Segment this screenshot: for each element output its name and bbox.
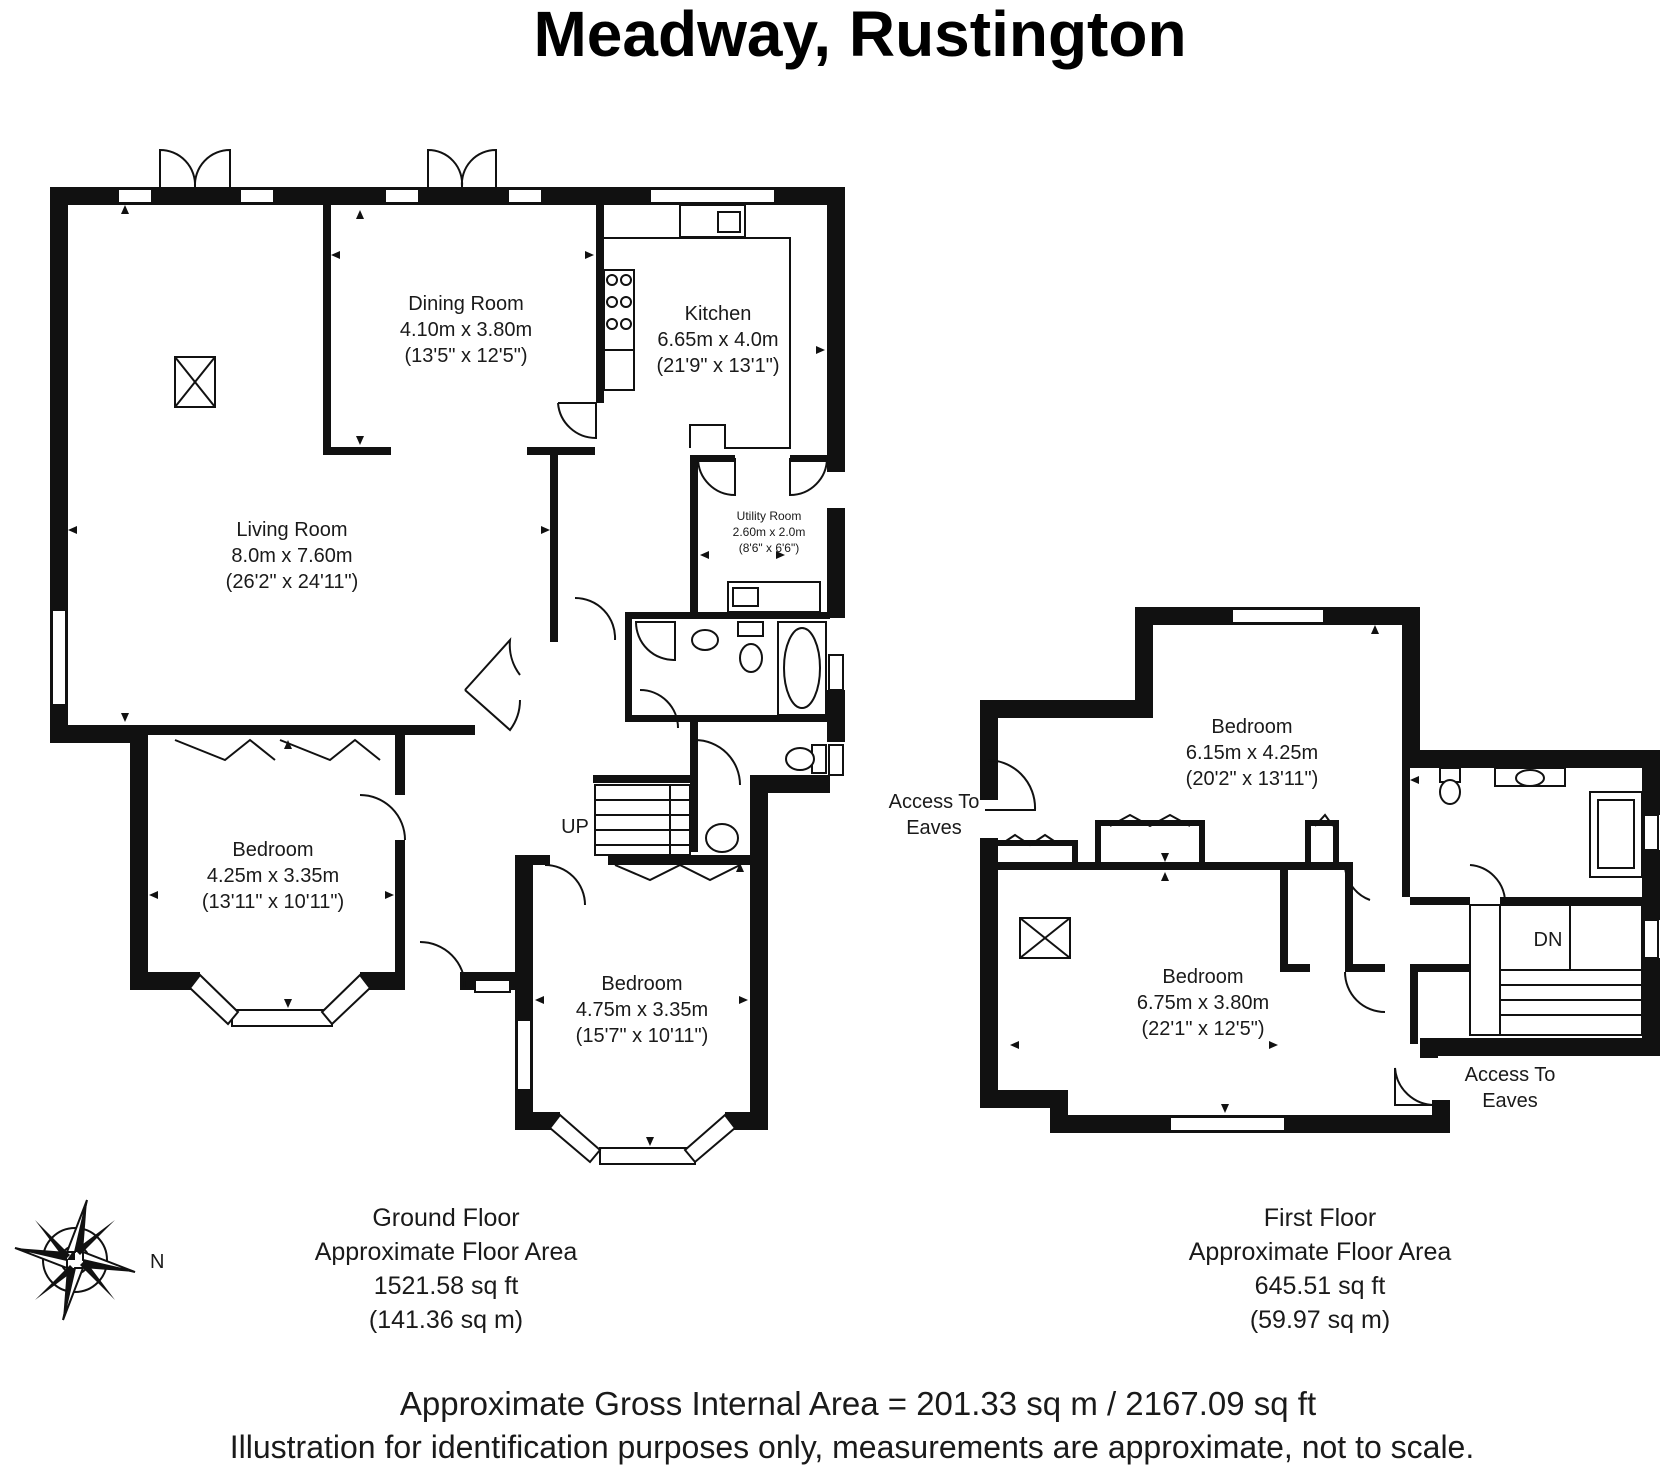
svg-text:Ground Floor: Ground Floor (372, 1204, 519, 1232)
svg-text:4.75m x 3.35m: 4.75m x 3.35m (576, 999, 708, 1021)
svg-text:(20'2" x 13'11"): (20'2" x 13'11") (1186, 768, 1319, 790)
svg-text:4.10m x 3.80m: 4.10m x 3.80m (400, 319, 532, 341)
svg-text:6.65m x 4.0m: 6.65m x 4.0m (657, 329, 778, 351)
svg-text:(26'2" x 24'11"): (26'2" x 24'11") (226, 571, 359, 593)
svg-text:Approximate Floor Area: Approximate Floor Area (1189, 1238, 1452, 1266)
first-floor-windows (1169, 608, 1659, 1132)
room-label-dining-room: Dining Room 4.10m x 3.80m (13'5" x 12'5"… (400, 293, 532, 367)
ground-floor-plan: Living Room 8.0m x 7.60m (26'2" x 24'11"… (50, 148, 845, 1165)
ground-floor-doors (159, 148, 828, 988)
room-label-living-room: Living Room 8.0m x 7.60m (26'2" x 24'11"… (226, 519, 359, 593)
svg-text:Bedroom: Bedroom (1211, 716, 1292, 738)
svg-text:Eaves: Eaves (906, 817, 962, 839)
page-title: Meadway, Rustington (533, 0, 1186, 70)
compass-north-label: N (150, 1251, 164, 1273)
svg-text:Bedroom: Bedroom (1162, 966, 1243, 988)
svg-text:(13'11" x 10'11"): (13'11" x 10'11") (202, 891, 344, 913)
svg-text:2.60m x 2.0m: 2.60m x 2.0m (733, 525, 806, 539)
room-label-utility-room: Utility Room 2.60m x 2.0m (8'6" x 6'6") (733, 509, 806, 555)
svg-text:(13'5" x 12'5"): (13'5" x 12'5") (404, 345, 527, 367)
room-label-bedroom-first-upper: Bedroom 6.15m x 4.25m (20'2" x 13'11") (1186, 716, 1319, 790)
room-label-bedroom-ground-left: Bedroom 4.25m x 3.35m (13'11" x 10'11") (202, 839, 344, 913)
svg-text:(15'7" x 10'11"): (15'7" x 10'11") (576, 1025, 709, 1047)
first-floor-doors (984, 758, 1506, 1107)
access-to-eaves-label-right: Access To Eaves (1465, 1064, 1556, 1112)
compass-rose-icon (14, 1199, 136, 1321)
svg-text:First Floor: First Floor (1264, 1204, 1377, 1232)
svg-text:Access To: Access To (1465, 1064, 1556, 1086)
svg-text:645.51 sq ft: 645.51 sq ft (1255, 1272, 1386, 1300)
svg-text:(141.36 sq m): (141.36 sq m) (369, 1306, 523, 1334)
svg-text:8.0m x 7.60m: 8.0m x 7.60m (231, 545, 352, 567)
svg-text:6.15m x 4.25m: 6.15m x 4.25m (1186, 742, 1318, 764)
svg-text:Access To: Access To (889, 791, 980, 813)
svg-text:Utility Room: Utility Room (737, 509, 802, 523)
svg-text:(22'1" x 12'5"): (22'1" x 12'5") (1141, 1018, 1264, 1040)
ground-floor-walls (50, 187, 845, 1130)
room-label-kitchen: Kitchen 6.65m x 4.0m (21'9" x 13'1") (656, 303, 779, 377)
room-label-bedroom-ground-right: Bedroom 4.75m x 3.35m (15'7" x 10'11") (576, 973, 709, 1047)
ground-floor-fixtures (174, 204, 827, 882)
first-floor-fixtures (1019, 767, 1643, 1036)
svg-text:Dining Room: Dining Room (408, 293, 524, 315)
stairs-down-label: DN (1534, 929, 1563, 951)
svg-text:1521.58 sq ft: 1521.58 sq ft (374, 1272, 519, 1300)
svg-text:Living Room: Living Room (236, 519, 347, 541)
room-label-bedroom-first-lower: Bedroom 6.75m x 3.80m (22'1" x 12'5") (1137, 966, 1269, 1040)
ground-floor-dimension-arrows (68, 205, 825, 1146)
svg-text:Bedroom: Bedroom (232, 839, 313, 861)
gross-area-text: Approximate Gross Internal Area = 201.33… (400, 1385, 1316, 1422)
ground-floor-caption: Ground Floor Approximate Floor Area 1521… (315, 1204, 578, 1334)
svg-text:(21'9" x 13'1"): (21'9" x 13'1") (656, 355, 779, 377)
first-floor-walls (980, 607, 1660, 1133)
svg-text:(8'6" x 6'6"): (8'6" x 6'6") (739, 541, 799, 555)
disclaimer-text: Illustration for identification purposes… (230, 1429, 1474, 1465)
svg-text:Kitchen: Kitchen (685, 303, 752, 325)
svg-text:Eaves: Eaves (1482, 1090, 1538, 1112)
first-floor-dimension-arrows (1010, 625, 1419, 1113)
access-to-eaves-label-left: Access To Eaves (889, 791, 980, 839)
svg-text:4.25m x 3.35m: 4.25m x 3.35m (207, 865, 339, 887)
svg-text:(59.97 sq m): (59.97 sq m) (1250, 1306, 1390, 1334)
first-floor-plan: Bedroom 6.15m x 4.25m (20'2" x 13'11") B… (889, 607, 1660, 1133)
ground-floor-windows (51, 188, 844, 1165)
svg-text:6.75m x 3.80m: 6.75m x 3.80m (1137, 992, 1269, 1014)
stairs-up-label: UP (561, 816, 589, 838)
svg-text:Bedroom: Bedroom (601, 973, 682, 995)
svg-text:Approximate Floor Area: Approximate Floor Area (315, 1238, 578, 1266)
first-floor-caption: First Floor Approximate Floor Area 645.5… (1189, 1204, 1452, 1334)
